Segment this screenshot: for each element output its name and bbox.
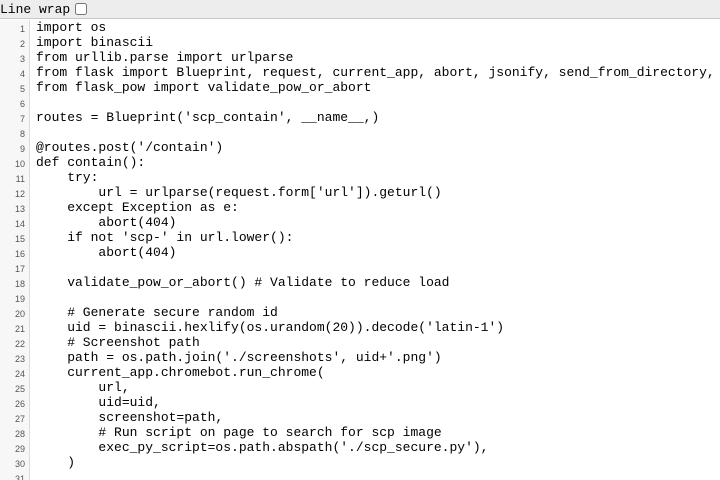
code-line[interactable]: # Run script on page to search for scp i… (36, 425, 442, 440)
line-number: 24 (14, 369, 25, 379)
line-number: 20 (14, 309, 25, 319)
line-number: 12 (14, 189, 25, 199)
line-number: 13 (14, 204, 25, 214)
line-number: 28 (14, 429, 25, 439)
line-number: 15 (14, 234, 25, 244)
code-line[interactable] (36, 290, 720, 305)
line-number: 5 (19, 84, 25, 94)
line-number: 22 (14, 339, 25, 349)
line-number: 11 (15, 174, 25, 184)
code-line[interactable]: # Generate secure random id (36, 305, 278, 320)
code-line[interactable]: exec_py_script=os.path.abspath('./scp_se… (36, 440, 489, 455)
line-number: 25 (14, 384, 25, 394)
line-number: 1 (19, 24, 25, 34)
line-wrap-label: Line wrap (0, 1, 71, 17)
code-line[interactable] (36, 125, 720, 140)
line-number: 14 (14, 219, 25, 229)
code-line[interactable]: screenshot=path, (36, 410, 224, 425)
code-line[interactable]: # Screenshot path (36, 335, 200, 350)
code-line[interactable]: try: (36, 170, 99, 185)
code-line[interactable]: routes = Blueprint('scp_contain', __name… (36, 110, 380, 125)
line-number: 19 (14, 294, 25, 304)
code-line[interactable]: path = os.path.join('./screenshots', uid… (36, 350, 442, 365)
line-number: 17 (14, 264, 25, 274)
line-number: 31 (14, 474, 25, 480)
line-number: 9 (19, 144, 25, 154)
line-number: 7 (19, 114, 25, 124)
line-number: 30 (14, 459, 25, 469)
code-line[interactable] (36, 470, 720, 480)
code-line[interactable]: url = urlparse(request.form['url']).getu… (36, 185, 442, 200)
code-line[interactable]: abort(404) (36, 215, 177, 230)
line-number: 8 (19, 129, 25, 139)
code-line[interactable]: import binascii (36, 35, 154, 50)
code-line[interactable]: def contain(): (36, 155, 146, 170)
code-line[interactable] (36, 95, 720, 110)
code-line[interactable]: except Exception as e: (36, 200, 239, 215)
code-line[interactable]: current_app.chromebot.run_chrome( (36, 365, 325, 380)
line-number: 29 (14, 444, 25, 454)
code-line[interactable]: abort(404) (36, 245, 177, 260)
line-number: 10 (14, 159, 25, 169)
code-line[interactable]: @routes.post('/contain') (36, 140, 224, 155)
line-wrap-toggle[interactable]: Line wrap (0, 1, 88, 17)
code-line[interactable]: validate_pow_or_abort() # Validate to re… (36, 275, 450, 290)
code-line[interactable]: from urllib.parse import urlparse (36, 50, 294, 65)
toolbar: Line wrap (0, 0, 720, 19)
code-line[interactable] (36, 260, 720, 275)
line-number: 23 (14, 354, 25, 364)
line-number: 6 (19, 99, 25, 109)
line-number: 21 (14, 324, 25, 334)
line-number: 26 (14, 399, 25, 409)
code-line[interactable]: from flask import Blueprint, request, cu… (36, 65, 715, 80)
code-line[interactable]: url, (36, 380, 130, 395)
line-number: 4 (19, 69, 25, 79)
code-line[interactable]: import os (36, 20, 107, 35)
code-line[interactable]: from flask_pow import validate_pow_or_ab… (36, 80, 372, 95)
line-number: 18 (14, 279, 25, 289)
code-line[interactable]: uid = binascii.hexlify(os.urandom(20)).d… (36, 320, 505, 335)
line-number: 2 (19, 39, 25, 49)
line-wrap-checkbox[interactable] (75, 3, 88, 15)
line-number: 16 (14, 249, 25, 259)
code-line[interactable]: if not 'scp-' in url.lower(): (36, 230, 294, 245)
code-line[interactable]: ) (36, 455, 76, 470)
code-line[interactable]: uid=uid, (36, 395, 161, 410)
line-number: 3 (19, 54, 25, 64)
line-number: 27 (14, 414, 25, 424)
